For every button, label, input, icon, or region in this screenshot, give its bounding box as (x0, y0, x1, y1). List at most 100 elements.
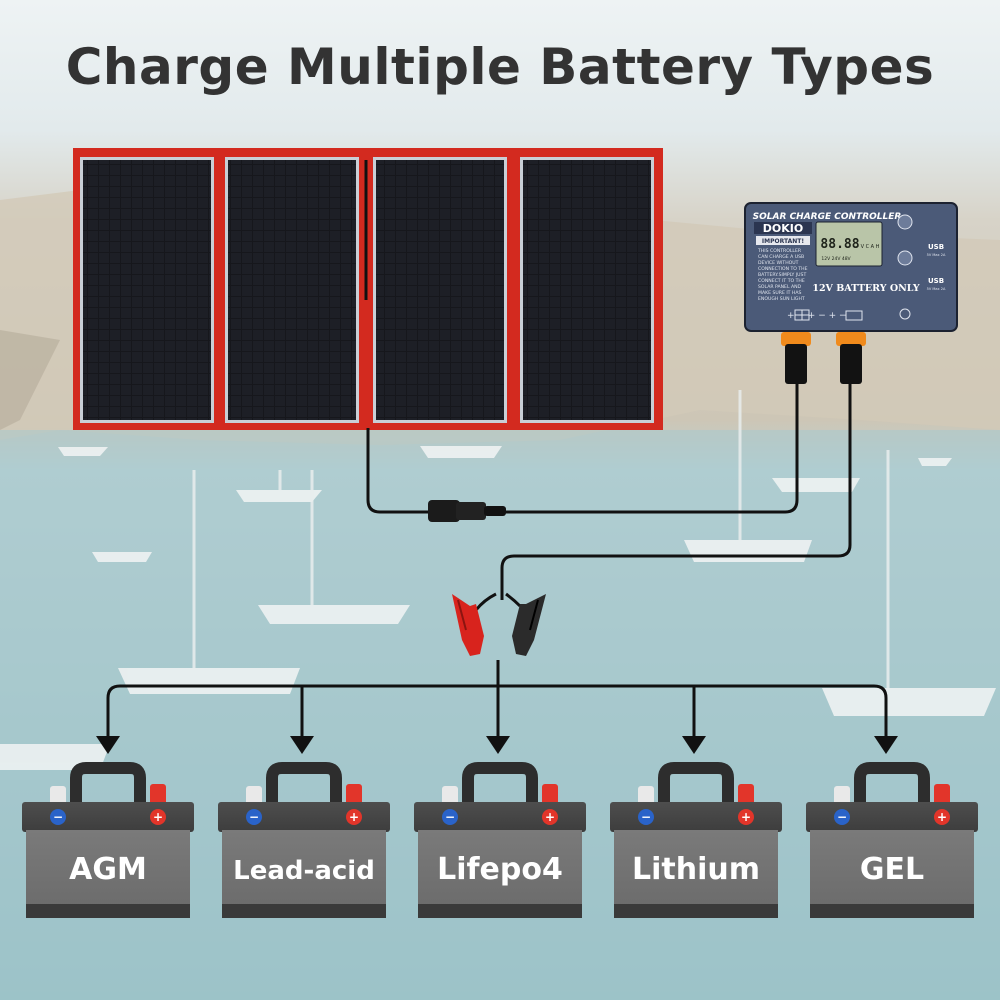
battery-type-label: Lifepo4 (437, 852, 563, 887)
battery-lid (414, 802, 586, 832)
mc4-connector-left (781, 332, 811, 384)
positive-icon (346, 809, 362, 825)
positive-icon (738, 809, 754, 825)
battery-handle (70, 762, 146, 808)
inline-connector (428, 500, 506, 522)
positive-icon (542, 809, 558, 825)
negative-terminal-post (638, 786, 654, 806)
battery-type-label: Lead-acid (233, 856, 375, 886)
charge-controller: SOLAR CHARGE CONTROLLER DOKIO IMPORTANT!… (744, 202, 958, 332)
notice-line: ENOUGH SUN LIGHT (758, 296, 805, 302)
battery-base (810, 904, 974, 918)
battery-icon: −+GEL (806, 762, 978, 918)
negative-terminal-post (442, 786, 458, 806)
red-clamp (452, 594, 484, 656)
battery-base (418, 904, 582, 918)
positive-terminal-post (346, 784, 362, 806)
mc4-connector-right (836, 332, 866, 384)
page-title: Charge Multiple Battery Types (65, 38, 935, 96)
battery-handle (854, 762, 930, 808)
usb-port-label-1: USB (928, 243, 944, 251)
plus-sign-icon: + (937, 810, 947, 824)
battery-lid (610, 802, 782, 832)
notice-line: DEVICE WITHOUT (758, 260, 799, 266)
clamp-split-black (505, 592, 522, 608)
usb-port-sub-2: 5V Max 2A (927, 287, 946, 291)
minus-sign-icon: − (837, 810, 847, 824)
notice-line: CONNECTION TO THE (758, 266, 808, 272)
controller-button-bottom[interactable] (897, 250, 913, 266)
solar-module-3 (373, 157, 507, 423)
battery-type-label: Lithium (632, 852, 760, 887)
notice-line: BATTERY.SIMPLY JUST (758, 272, 806, 278)
battery-lid (22, 802, 194, 832)
solar-module-1 (80, 157, 214, 423)
minus-sign-icon: − (641, 810, 651, 824)
plus-sign-icon: + (741, 810, 751, 824)
minus-sign-icon: − (249, 810, 259, 824)
negative-icon (50, 809, 66, 825)
battery-row: −+AGM−+Lead-acid−+Lifepo4−+Lithium−+GEL (22, 762, 978, 918)
battery-handle (462, 762, 538, 808)
arrowhead-icon (96, 736, 120, 754)
important-label: IMPORTANT! (762, 238, 804, 245)
battery-base (614, 904, 778, 918)
negative-terminal-post (834, 786, 850, 806)
port-icons (794, 308, 911, 321)
battery-body (418, 830, 582, 918)
controller-to-clamp-wire (500, 380, 852, 600)
panel-to-controller-wire (366, 380, 799, 514)
negative-terminal-post (246, 786, 262, 806)
distribution-bus (106, 684, 888, 738)
controller-button-top[interactable] (897, 214, 913, 230)
clamp-split-red (474, 592, 497, 611)
minus-sign-icon: − (53, 810, 63, 824)
usb-port-label-2: USB (928, 277, 944, 285)
battery-icon: − + AGM (22, 762, 194, 918)
plus-sign-icon: + (349, 810, 359, 824)
positive-terminal-post (542, 784, 558, 806)
minus-sign-icon: − (445, 810, 455, 824)
battery-type-label: AGM (69, 852, 147, 887)
solar-panel (73, 148, 663, 430)
battery-icon: − + Lithium (610, 762, 782, 918)
battery-lid (218, 802, 390, 832)
black-clamp (512, 594, 546, 656)
load-port-icon (899, 308, 911, 320)
masts (192, 390, 890, 688)
arrowheads (96, 736, 898, 754)
battery-base (26, 904, 190, 918)
battery-handle (266, 762, 342, 808)
port-polarity-marks: + − + − + − (787, 311, 847, 321)
voltage-label: 12V BATTERY ONLY (812, 283, 920, 294)
usb-port-sub-1: 5V Max 2A (927, 253, 946, 257)
battery-handle (658, 762, 734, 808)
wiring (366, 380, 852, 611)
positive-terminal-post (738, 784, 754, 806)
negative-icon (442, 809, 458, 825)
battery-icon: −+Lifepo4 (414, 762, 586, 918)
lcd-voltages: 12V 24V 48V (821, 256, 851, 262)
arrowhead-icon (682, 736, 706, 754)
solar-module-4 (520, 157, 654, 423)
negative-icon (834, 809, 850, 825)
battery-body (614, 830, 778, 918)
notice-line: THIS CONTROLLER (757, 248, 802, 254)
positive-icon (150, 809, 166, 825)
positive-icon (934, 809, 950, 825)
battery-icon: − + Lead-acid (218, 762, 390, 918)
battery-body (222, 830, 386, 918)
plus-sign-icon: + (153, 810, 163, 824)
controller-heading: SOLAR CHARGE CONTROLLER (753, 212, 902, 222)
solar-module-2 (225, 157, 359, 423)
positive-terminal-post (934, 784, 950, 806)
lcd-units: V C A H (861, 244, 880, 250)
solar-port-icon (794, 309, 810, 321)
battery-base (222, 904, 386, 918)
arrowhead-icon (290, 736, 314, 754)
controller-brand: DOKIO (763, 222, 803, 235)
arrowhead-icon (486, 736, 510, 754)
battery-port-icon (845, 310, 863, 321)
negative-terminal-post (50, 786, 66, 806)
